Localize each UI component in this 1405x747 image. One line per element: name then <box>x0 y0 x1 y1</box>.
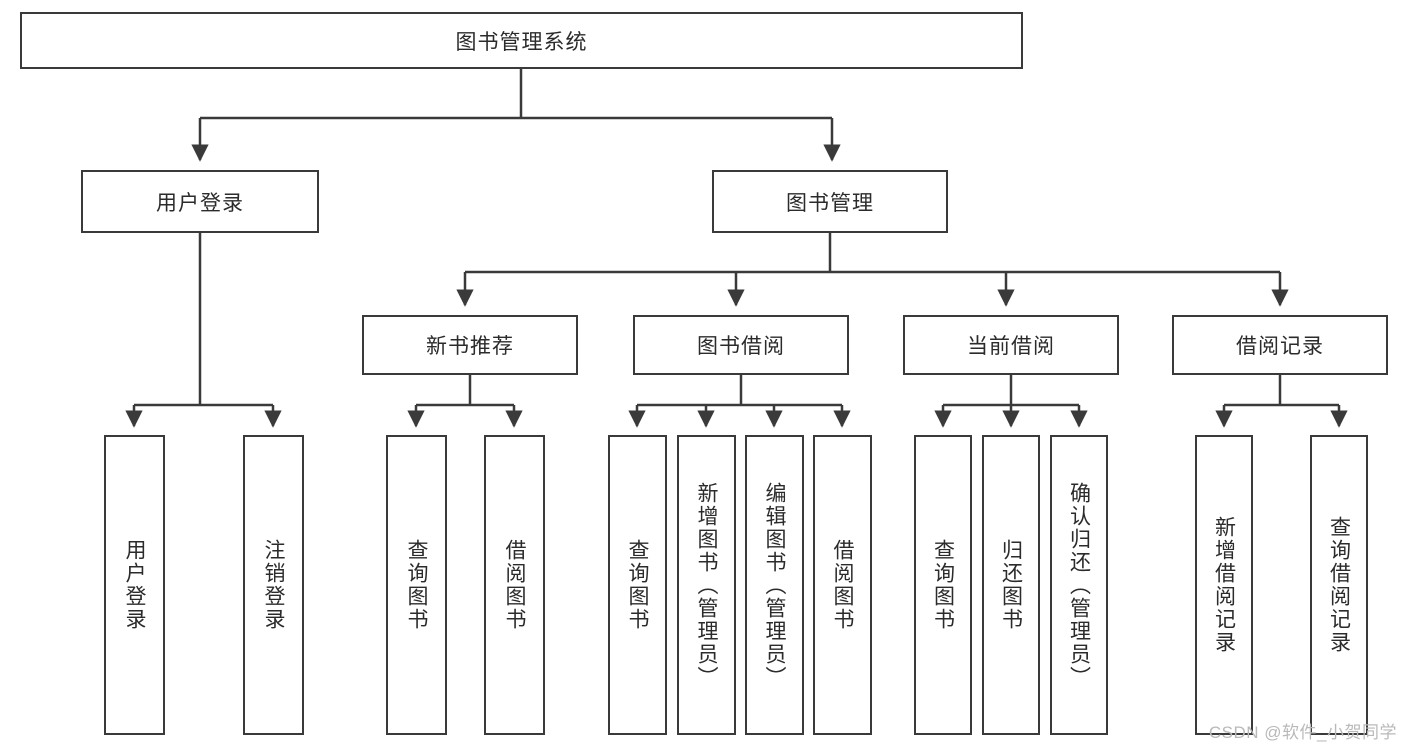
leaf-query-borrow-record-label: 查询借阅记录 <box>1327 516 1351 654</box>
node-new-book-recommend-label: 新书推荐 <box>426 335 514 358</box>
leaf-return-book[interactable]: 归还图书 <box>982 435 1040 735</box>
leaf-add-book-admin[interactable]: 新增图书（管理员） <box>677 435 736 735</box>
leaf-borrow-book[interactable]: 借阅图书 <box>813 435 872 735</box>
node-root-label: 图书管理系统 <box>455 30 588 54</box>
leaf-borrow-book-newbook-label: 借阅图书 <box>503 539 526 631</box>
leaf-return-book-label: 归还图书 <box>999 539 1023 631</box>
leaf-logout-label: 注销登录 <box>262 539 285 631</box>
node-current-borrow-label: 当前借阅 <box>967 335 1055 358</box>
watermark: CSDN @软件_小贺同学 <box>1208 723 1397 742</box>
leaf-edit-book-admin[interactable]: 编辑图书（管理员） <box>745 435 804 735</box>
leaf-user-login[interactable]: 用户登录 <box>104 435 165 735</box>
leaf-add-borrow-record[interactable]: 新增借阅记录 <box>1195 435 1253 735</box>
node-borrow-records-label: 借阅记录 <box>1236 335 1324 358</box>
leaf-confirm-return-admin[interactable]: 确认归还（管理员） <box>1050 435 1108 735</box>
node-book-management[interactable]: 图书管理 <box>712 170 948 233</box>
leaf-query-book-current[interactable]: 查询图书 <box>914 435 972 735</box>
leaf-query-book-current-label: 查询图书 <box>931 539 955 631</box>
leaf-add-book-admin-label: 新增图书（管理员） <box>695 481 718 689</box>
leaf-add-borrow-record-label: 新增借阅记录 <box>1212 516 1236 654</box>
leaf-query-borrow-record[interactable]: 查询借阅记录 <box>1310 435 1368 735</box>
leaf-borrow-book-newbook[interactable]: 借阅图书 <box>484 435 545 735</box>
leaf-query-book-borrow-label: 查询图书 <box>626 539 649 631</box>
node-book-borrow-label: 图书借阅 <box>697 335 785 358</box>
node-borrow-records[interactable]: 借阅记录 <box>1172 315 1388 375</box>
node-current-borrow[interactable]: 当前借阅 <box>903 315 1119 375</box>
leaf-edit-book-admin-label: 编辑图书（管理员） <box>763 481 786 689</box>
leaf-logout[interactable]: 注销登录 <box>243 435 304 735</box>
leaf-borrow-book-label: 借阅图书 <box>831 539 854 631</box>
node-book-management-label: 图书管理 <box>786 191 874 215</box>
leaf-query-book-newbook[interactable]: 查询图书 <box>386 435 447 735</box>
node-book-borrow[interactable]: 图书借阅 <box>633 315 849 375</box>
leaf-user-login-label: 用户登录 <box>123 539 146 631</box>
node-user-login[interactable]: 用户登录 <box>81 170 319 233</box>
leaf-query-book-borrow[interactable]: 查询图书 <box>608 435 667 735</box>
node-root-system[interactable]: 图书管理系统 <box>20 12 1023 69</box>
node-new-book-recommend[interactable]: 新书推荐 <box>362 315 578 375</box>
leaf-query-book-newbook-label: 查询图书 <box>405 539 428 631</box>
leaf-confirm-return-admin-label: 确认归还（管理员） <box>1067 481 1091 689</box>
node-user-login-label: 用户登录 <box>156 191 244 215</box>
